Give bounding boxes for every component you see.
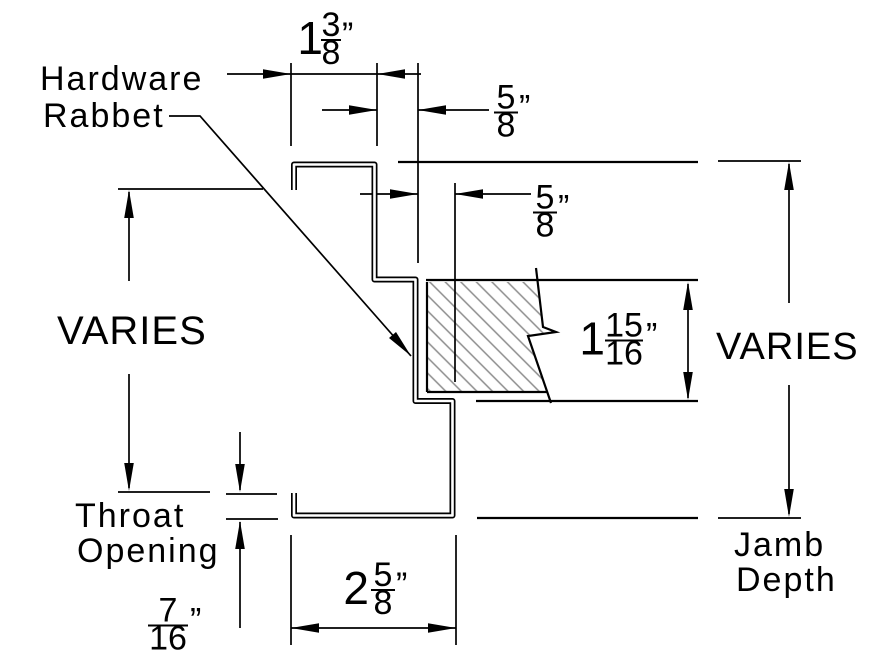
door-section-hatch <box>427 282 556 392</box>
frame-profile-inner <box>292 163 454 517</box>
dim-unit: ” <box>519 89 530 127</box>
arrowhead <box>124 463 134 491</box>
leader-arrowhead <box>389 332 411 356</box>
varies-left-label: VARIES <box>57 309 207 353</box>
arrowhead <box>428 623 456 633</box>
hardware-rabbet-label-line1: Hardware <box>40 60 203 98</box>
arrowheads <box>124 69 794 633</box>
arrowhead <box>377 69 405 79</box>
dim-numerator: 7 <box>159 592 178 630</box>
arrowhead <box>455 189 483 199</box>
arrowhead <box>124 190 134 218</box>
arrowhead <box>263 69 291 79</box>
dim-text-stop-width: 5 8 ” <box>533 179 569 245</box>
dim-unit: ” <box>190 602 201 640</box>
arrowhead <box>390 189 418 199</box>
dim-denominator: 8 <box>497 107 516 145</box>
jamb-depth-label-line1: Jamb <box>734 526 825 564</box>
dim-whole: 1 <box>297 12 323 64</box>
throat-opening-label-line1: Throat <box>75 497 185 535</box>
dim-denominator: 8 <box>374 584 393 622</box>
dim-text-face-width: 1 3 8 ” <box>297 6 353 72</box>
arrowhead <box>291 623 319 633</box>
face-plane-lines <box>398 160 698 520</box>
arrowhead <box>235 464 245 492</box>
arrowhead <box>235 521 245 549</box>
dim-denominator: 16 <box>149 620 187 658</box>
dim-text-door-rabbet: 1 15 16 ” <box>579 307 657 373</box>
dim-unit: ” <box>396 566 407 604</box>
arrowhead <box>784 162 794 190</box>
arrowhead <box>349 105 377 115</box>
door-section <box>425 267 698 404</box>
arrowhead <box>418 105 446 115</box>
dim-unit: ” <box>646 317 657 355</box>
dim-denominator: 8 <box>536 207 555 245</box>
dim-text-backbend-width: 2 5 8 ” <box>343 556 407 622</box>
door-break-line <box>526 267 561 404</box>
dim-unit: ” <box>342 16 353 54</box>
arrowhead <box>683 282 693 310</box>
jamb-depth-label-line2: Depth <box>736 561 837 599</box>
frame-profile <box>291 161 456 519</box>
arrowhead <box>683 372 693 400</box>
dim-numerator: 3 <box>322 6 341 44</box>
dim-denominator: 8 <box>322 34 341 72</box>
arrowhead <box>784 489 794 517</box>
dim-unit: ” <box>558 189 569 227</box>
dim-text-hardware-rabbet: 5 8 ” <box>494 79 530 145</box>
hardware-rabbet-leader <box>169 115 412 357</box>
dim-text-backbend-return: 7 16 ” <box>148 592 201 658</box>
dim-numerator: 15 <box>605 307 643 345</box>
throat-opening-label-line2: Opening <box>77 532 220 570</box>
dim-numerator: 5 <box>536 179 555 217</box>
dim-denominator: 16 <box>605 335 643 373</box>
dim-numerator: 5 <box>497 79 516 117</box>
extension-lines <box>290 63 457 645</box>
dim-whole: 1 <box>579 313 605 365</box>
varies-right-label: VARIES <box>716 326 859 368</box>
hardware-rabbet-label-line2: Rabbet <box>43 97 165 135</box>
text-labels: Hardware Rabbet VARIES VARIES Throat Ope… <box>40 60 859 599</box>
dim-numerator: 5 <box>374 556 393 594</box>
dim-whole: 2 <box>343 562 369 614</box>
